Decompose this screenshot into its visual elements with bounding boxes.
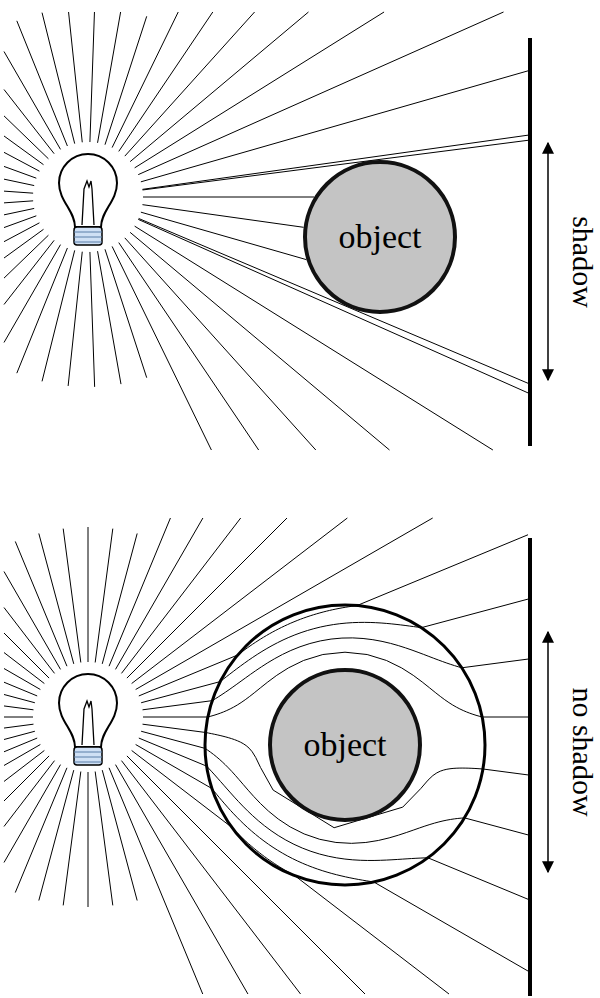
light-ray <box>39 533 74 663</box>
light-ray <box>95 772 113 906</box>
light-ray <box>116 518 203 669</box>
light-ray <box>4 229 44 258</box>
light-ray <box>15 541 67 666</box>
light-ray <box>105 16 147 144</box>
light-ray <box>4 191 33 193</box>
light-bulbs <box>59 154 117 765</box>
light-ray <box>4 669 40 690</box>
light-ray <box>4 724 33 728</box>
light-ray <box>4 633 49 678</box>
bulb-thread <box>74 242 102 243</box>
light-ray <box>141 212 307 259</box>
object-label: object <box>303 728 386 762</box>
light-ray <box>142 205 303 228</box>
bulb-glass <box>59 674 117 747</box>
span-label: no shadow <box>568 687 598 816</box>
bulb-thread <box>74 232 102 233</box>
light-ray <box>4 745 40 766</box>
light-ray <box>4 201 33 203</box>
screen-wall <box>528 538 532 996</box>
span-arrow <box>547 632 549 872</box>
light-ray <box>42 13 75 144</box>
light-ray <box>39 770 74 900</box>
light-ray <box>98 251 121 384</box>
light-ray <box>127 518 287 678</box>
light-ray <box>4 653 44 684</box>
light-ray <box>4 208 34 214</box>
light-ray <box>132 518 348 684</box>
light-ray <box>4 240 54 304</box>
light-ray <box>4 706 33 710</box>
bulb-filament <box>82 701 94 745</box>
light-rays <box>4 12 528 994</box>
light-ray <box>68 252 82 386</box>
light-ray <box>109 768 203 994</box>
object-label: object <box>338 220 421 254</box>
light-ray <box>98 12 121 143</box>
light-ray <box>121 518 240 673</box>
light-ray <box>121 761 300 994</box>
light-ray <box>130 12 308 162</box>
light-ray <box>102 770 137 900</box>
light-ray <box>102 533 137 663</box>
bulb-thread <box>74 237 102 238</box>
light-ray <box>69 12 83 142</box>
light-ray <box>95 529 113 663</box>
light-ray <box>88 772 89 907</box>
light-ray <box>119 12 213 151</box>
light-ray <box>4 136 44 165</box>
screen-wall <box>528 38 532 446</box>
light-ray <box>125 12 255 156</box>
light-ray <box>4 738 37 752</box>
light-ray <box>63 529 81 663</box>
light-ray <box>4 750 44 781</box>
light-bulb <box>59 154 117 245</box>
light-ray <box>4 731 35 739</box>
bulb-filament <box>82 181 94 225</box>
light-ray <box>143 197 314 198</box>
light-ray <box>4 756 49 801</box>
bulb-thread <box>74 752 102 753</box>
light-ray <box>119 243 259 450</box>
light-ray <box>4 572 61 670</box>
light-ray <box>4 717 33 718</box>
light-ray <box>4 765 61 863</box>
light-ray <box>4 216 36 228</box>
light-ray <box>4 52 61 150</box>
bulb-thread <box>74 757 102 758</box>
bulb-base <box>74 227 102 245</box>
light-ray <box>90 12 95 142</box>
bulb-thread <box>74 762 102 763</box>
light-ray <box>135 12 384 168</box>
span-arrow <box>547 143 549 380</box>
object-circle: object <box>303 160 457 314</box>
light-ray <box>90 252 95 387</box>
object-circle: object <box>268 668 422 822</box>
light-ray <box>88 527 89 662</box>
light-ray <box>4 166 36 178</box>
light-ray <box>4 694 35 702</box>
light-ray <box>112 12 178 148</box>
bulb-glass <box>59 154 117 227</box>
light-bulb <box>59 674 117 765</box>
span-label: shadow <box>568 216 598 308</box>
light-ray <box>116 765 248 994</box>
cloak-ring <box>205 605 485 885</box>
bulb-base <box>74 747 102 765</box>
light-ray <box>136 518 433 690</box>
light-ray <box>4 179 34 185</box>
light-ray <box>125 238 316 450</box>
light-ray <box>4 152 39 171</box>
light-ray <box>17 248 68 373</box>
light-ray <box>4 89 54 153</box>
light-ray <box>63 772 81 906</box>
light-ray <box>112 246 211 450</box>
light-ray <box>105 249 147 377</box>
